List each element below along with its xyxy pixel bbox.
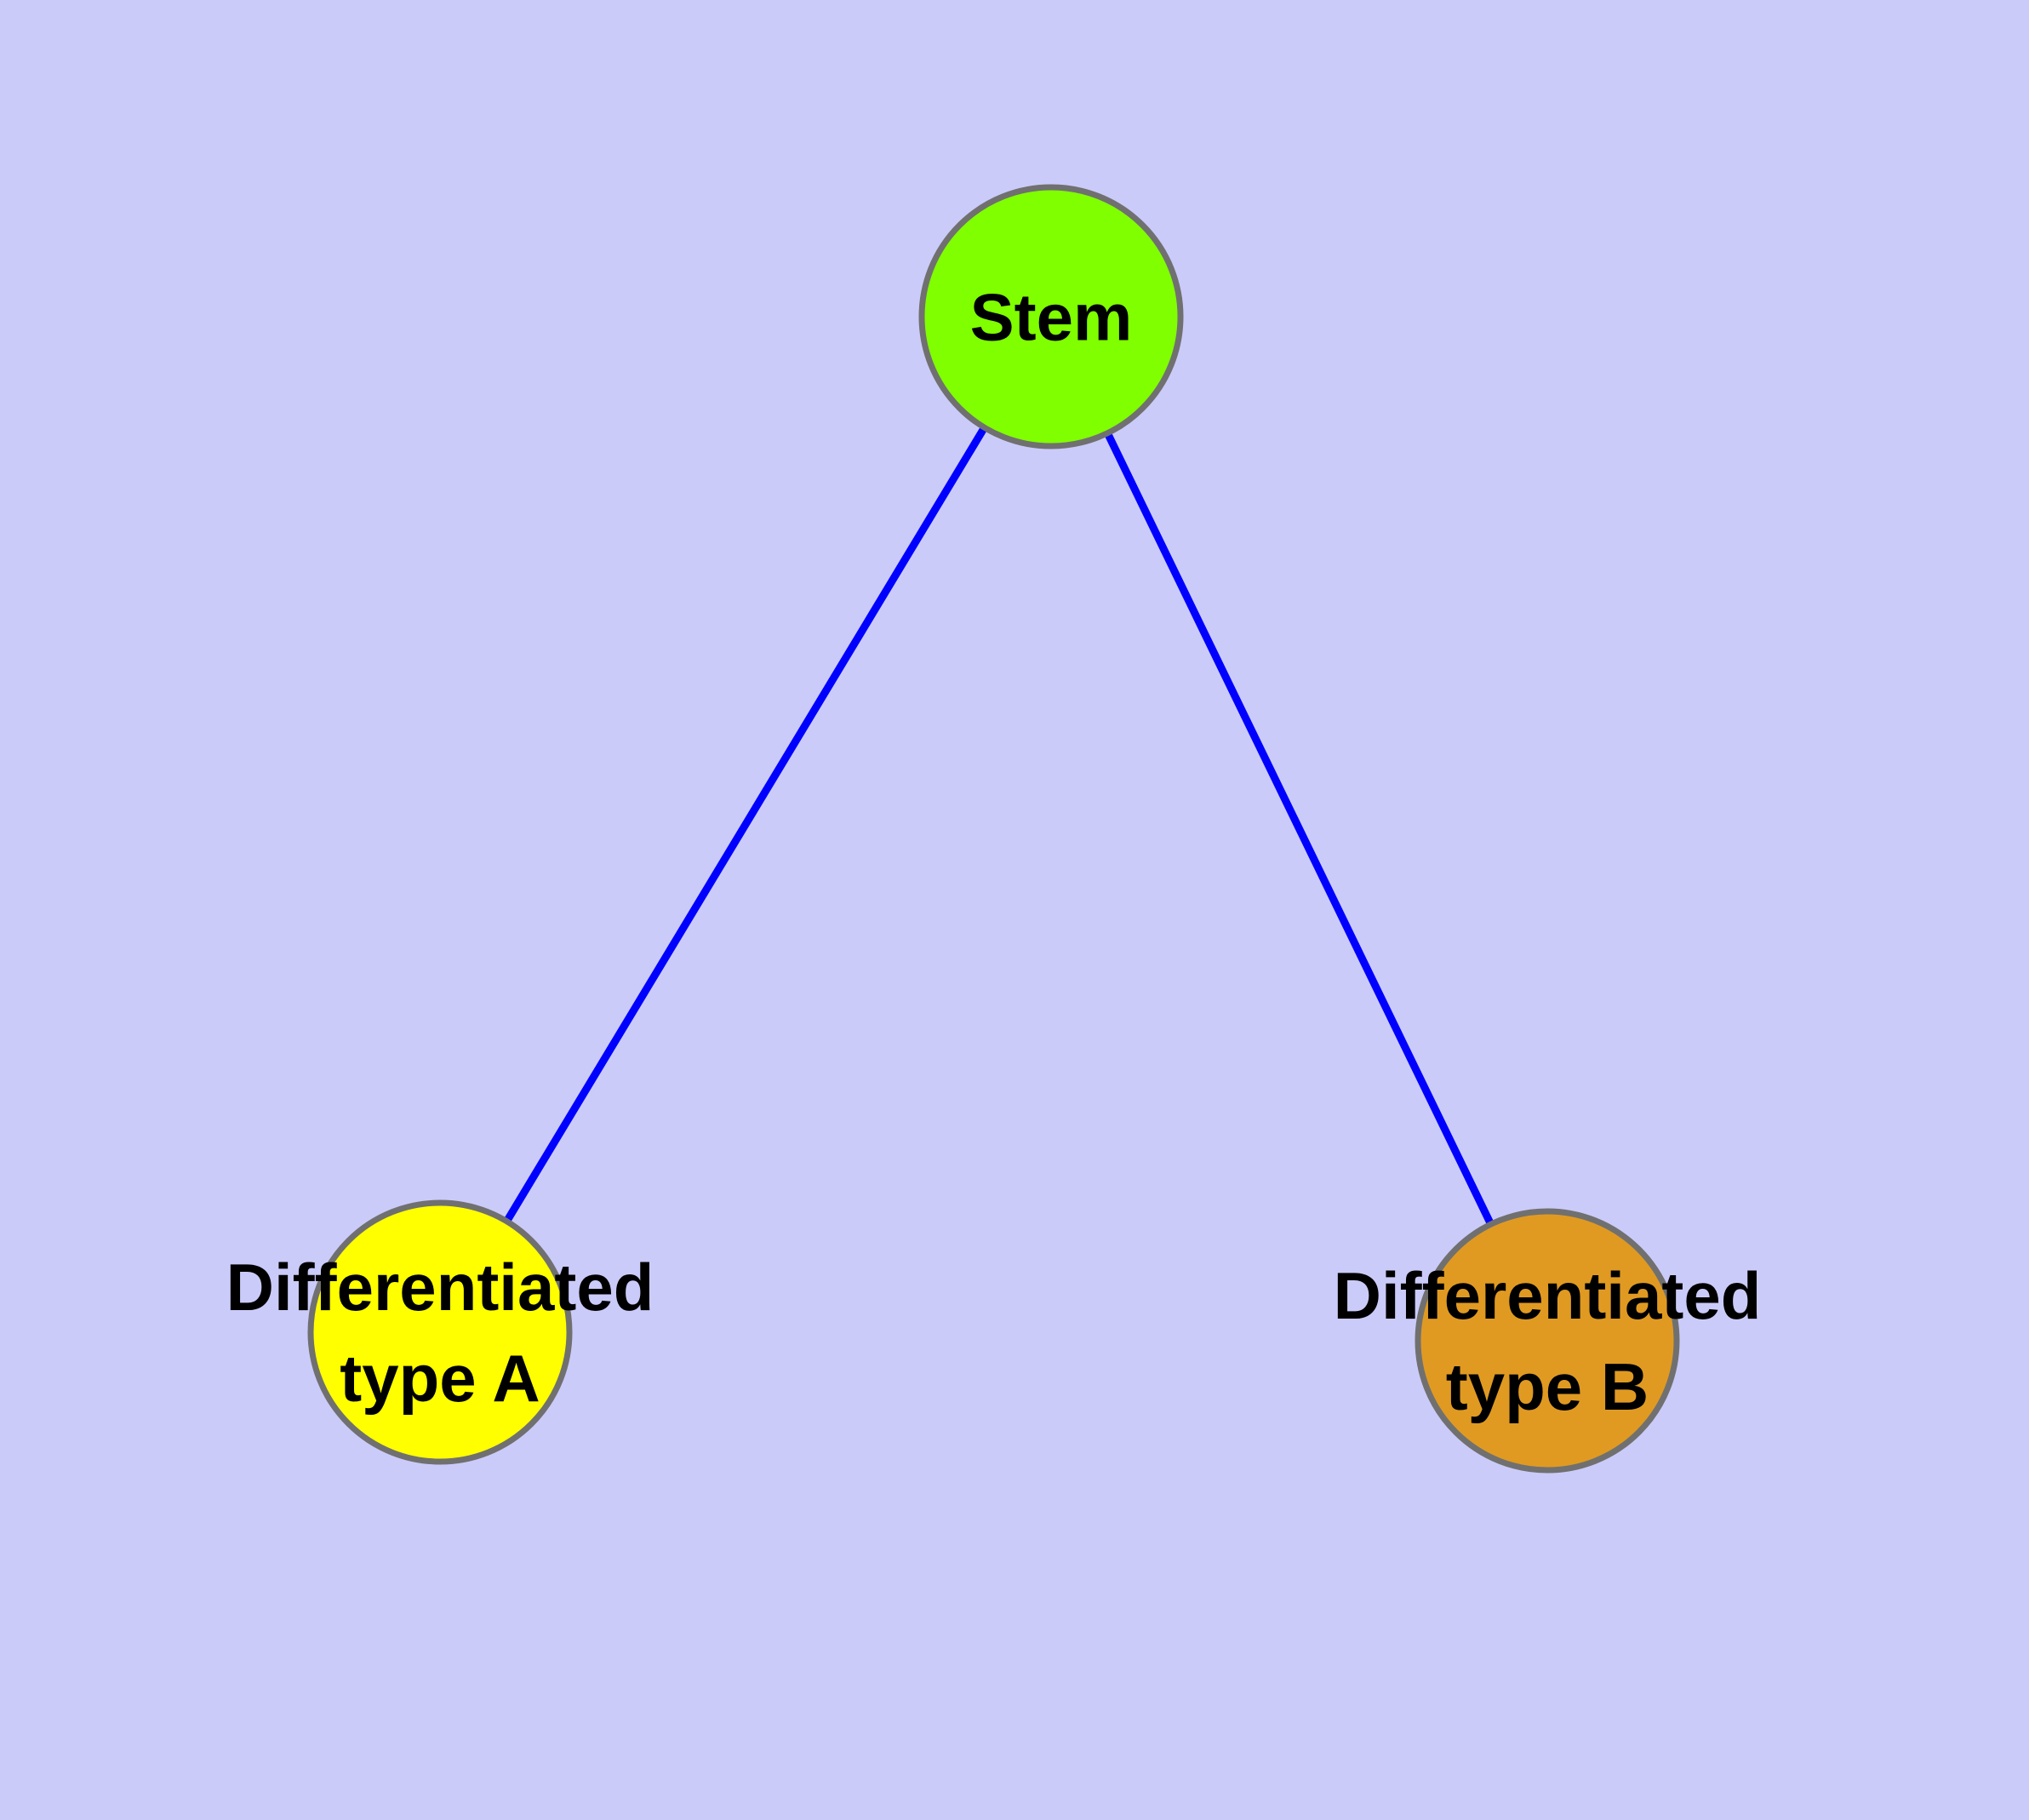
node-diff-a[interactable]	[307, 1199, 573, 1465]
node-label-line: Differentiated	[1334, 1258, 1762, 1333]
node-label-line: Stem	[970, 279, 1133, 354]
node-label-line: type A	[340, 1341, 540, 1416]
node-label-stem: Stem	[970, 279, 1133, 354]
node-label-diff-a: Differentiated type A	[226, 1250, 654, 1416]
edge-stem-to-diff-a	[503, 425, 988, 1224]
edge-stem-to-diff-b	[1104, 431, 1495, 1227]
node-label-line: Differentiated	[226, 1250, 654, 1325]
node-diff-b[interactable]	[1415, 1208, 1680, 1474]
node-label-diff-b: Differentiated type B	[1334, 1258, 1762, 1424]
node-stem[interactable]	[918, 184, 1184, 449]
node-label-line: type B	[1446, 1349, 1649, 1424]
nodes-layer	[307, 184, 1680, 1474]
edges-layer	[503, 425, 1495, 1227]
